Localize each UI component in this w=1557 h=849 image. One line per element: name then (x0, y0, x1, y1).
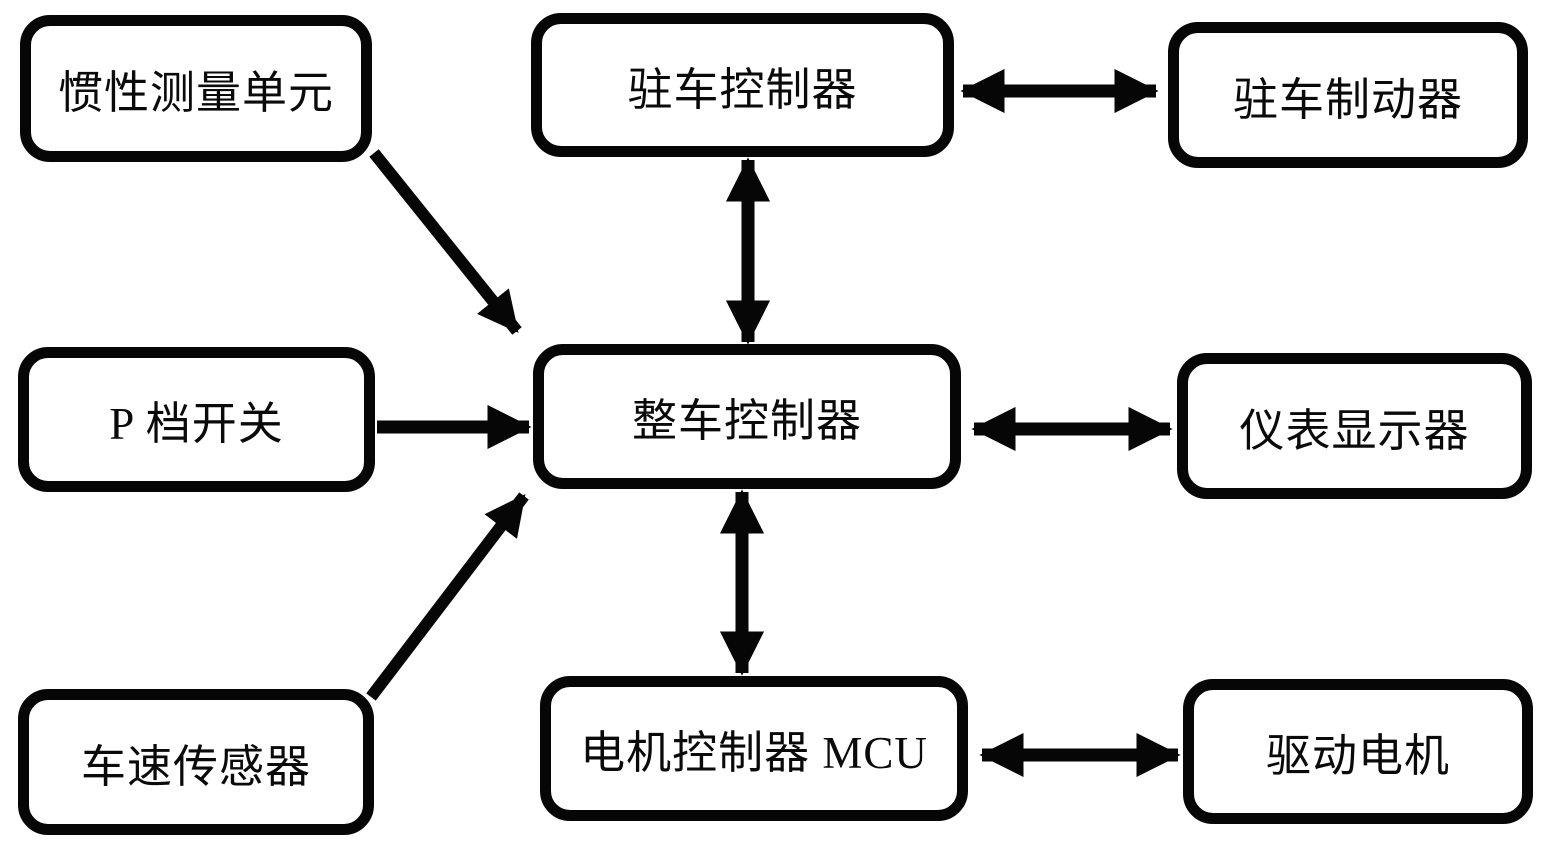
node-label: 驻车制动器 (1232, 74, 1463, 125)
edge-imu-to-vcu-arrow (369, 149, 522, 335)
node-parking-controller: 驻车控制器 (531, 13, 954, 157)
node-speed-sensor: 车速传感器 (18, 689, 374, 835)
node-drive-motor: 驱动电机 (1183, 679, 1533, 824)
node-inertial-measurement-unit: 惯性测量单元 (20, 15, 372, 162)
node-parking-brake: 驻车制动器 (1168, 22, 1528, 168)
node-label: 惯性测量单元 (57, 68, 334, 118)
node-label: 车速传感器 (80, 741, 311, 792)
node-label: 驱动电机 (1265, 731, 1450, 781)
node-instrument-display: 仪表显示器 (1177, 353, 1532, 499)
node-label: 整车控制器 (631, 396, 862, 446)
node-label: 驻车控制器 (627, 64, 858, 115)
edge-speed-sensor-to-vcu-arrow (366, 492, 529, 701)
node-label: 仪表显示器 (1239, 405, 1470, 456)
node-label: P 档开关 (109, 399, 284, 449)
node-motor-controller-mcu: 电机控制器 MCU (540, 676, 968, 821)
node-p-gear-switch: P 档开关 (18, 347, 375, 492)
node-label: 电机控制器 MCU (580, 728, 928, 778)
node-vehicle-controller: 整车控制器 (533, 344, 961, 489)
